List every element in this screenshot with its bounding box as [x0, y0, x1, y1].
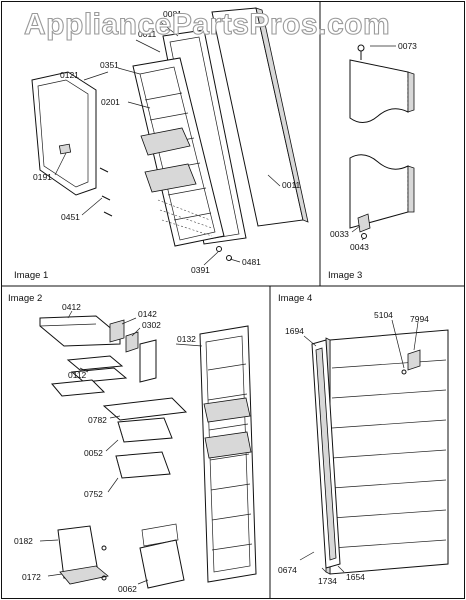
label-0782: 0782 — [88, 415, 107, 425]
label-1694: 1694 — [285, 326, 304, 336]
label-0412: 0412 — [62, 302, 81, 312]
image3-labels: 0073 0033 0043 Image 3 — [328, 41, 417, 281]
label-0481: 0481 — [242, 257, 261, 267]
image1-drawing — [31, 7, 309, 266]
label-0011-top: 0011 — [138, 29, 157, 39]
label-0132: 0132 — [177, 334, 196, 344]
label-0172: 0172 — [22, 572, 41, 582]
image4-labels: Image 4 1694 5104 7994 0674 1734 1654 — [278, 293, 429, 586]
label-0391: 0391 — [191, 265, 210, 275]
label-1734: 1734 — [318, 576, 337, 586]
label-0073: 0073 — [398, 41, 417, 51]
image2-title: Image 2 — [8, 293, 42, 304]
label-0121: 0121 — [60, 70, 79, 80]
image2-drawing — [39, 310, 257, 589]
image3-drawing — [349, 44, 415, 241]
label-0033: 0033 — [330, 229, 349, 239]
label-0081: 0081 — [163, 9, 182, 19]
label-0011: 0011 — [282, 180, 301, 190]
image1-title: Image 1 — [14, 270, 48, 281]
image4-title: Image 4 — [278, 293, 312, 304]
image2-labels: Image 2 0412 0142 0302 0132 0112 0782 00… — [8, 293, 196, 594]
label-1654: 1654 — [346, 572, 365, 582]
label-0674: 0674 — [278, 565, 297, 575]
image3-title: Image 3 — [328, 270, 362, 281]
label-0142: 0142 — [138, 309, 157, 319]
label-0062: 0062 — [118, 584, 137, 594]
label-0182: 0182 — [14, 536, 33, 546]
label-0201: 0201 — [101, 97, 120, 107]
image4-drawing — [299, 319, 449, 575]
label-0351: 0351 — [100, 60, 119, 70]
watermark: AppliancePartsPros.com — [24, 8, 390, 41]
label-0112: 0112 — [68, 370, 87, 380]
label-0052: 0052 — [84, 448, 103, 458]
label-0752: 0752 — [84, 489, 103, 499]
label-5104: 5104 — [374, 310, 393, 320]
label-0043: 0043 — [350, 242, 369, 252]
image1-labels: 0081 0011 0351 0121 0201 0191 0451 0011 … — [14, 9, 301, 281]
label-0302: 0302 — [142, 320, 161, 330]
label-7994: 7994 — [410, 314, 429, 324]
label-0451: 0451 — [61, 212, 80, 222]
label-0191: 0191 — [33, 172, 52, 182]
